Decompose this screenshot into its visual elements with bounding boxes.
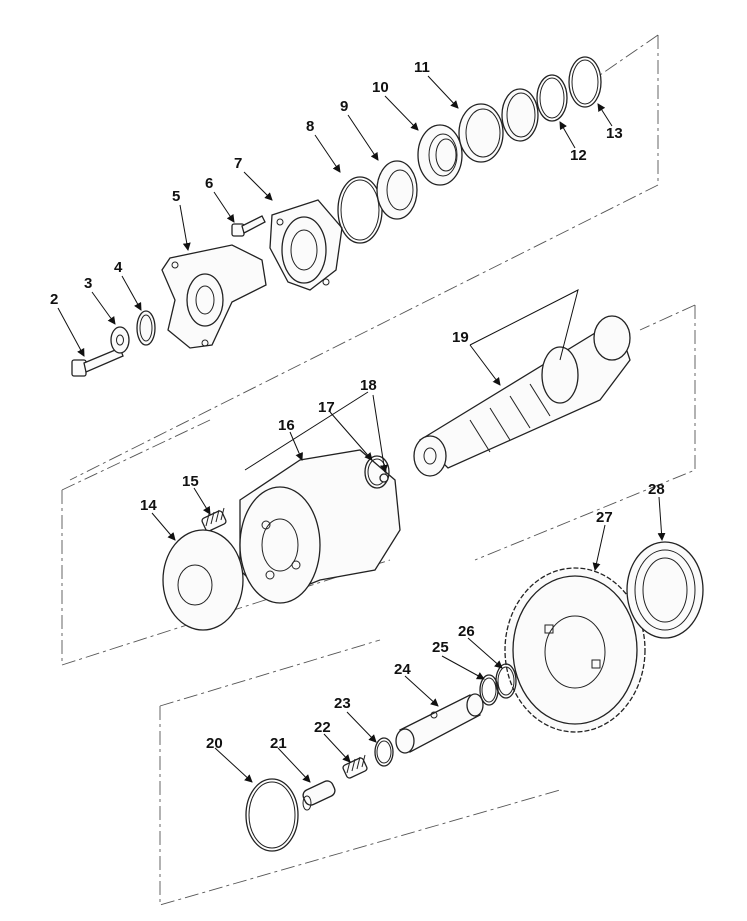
callout-8: 8 [306, 118, 314, 135]
callout-4: 4 [114, 259, 123, 276]
callout-14: 14 [140, 497, 157, 514]
callout-10: 10 [372, 79, 389, 96]
callout-18: 18 [360, 377, 377, 394]
callout-labels: 2 3 4 5 6 7 8 9 10 11 12 13 14 15 16 17 … [50, 59, 665, 752]
seal-part [376, 160, 418, 220]
callout-23: 23 [334, 695, 351, 712]
callout-27: 27 [596, 509, 613, 526]
callout-20: 20 [206, 735, 223, 752]
output-shaft-part [413, 315, 631, 477]
valve-spring-part [342, 754, 368, 779]
valve-plug-part [302, 780, 336, 811]
gear-part [504, 567, 646, 733]
roller-bearing-part [626, 541, 704, 639]
large-snap-ring-part [245, 778, 299, 852]
callout-7: 7 [234, 155, 242, 172]
yoke-flange-part [161, 244, 267, 349]
bearing-cup-part [458, 103, 504, 163]
retaining-ring-part [568, 56, 602, 108]
washer-part [110, 326, 130, 354]
bolt-part [71, 347, 124, 377]
pump-housing-part [239, 449, 401, 604]
callout-22: 22 [314, 719, 331, 736]
assembly-outline-upper [69, 34, 659, 481]
spacer-part [501, 88, 539, 142]
callout-5: 5 [172, 188, 180, 205]
callout-19: 19 [452, 329, 469, 346]
pressure-plate-part [162, 529, 244, 631]
o-ring-lower-part [479, 674, 499, 706]
cap-screw-part [231, 215, 266, 237]
callout-28: 28 [648, 481, 665, 498]
spring-part [201, 507, 227, 532]
callout-13: 13 [606, 125, 623, 142]
o-ring-outer-part [495, 663, 517, 699]
callout-26: 26 [458, 623, 475, 640]
assembly-outline-lower [159, 639, 561, 906]
callout-6: 6 [205, 175, 213, 192]
bearing-cone-part [417, 124, 463, 186]
callout-25: 25 [432, 639, 449, 656]
o-ring-part [337, 176, 383, 244]
callout-9: 9 [340, 98, 348, 115]
callout-2: 2 [50, 291, 58, 308]
callout-21: 21 [270, 735, 287, 752]
callout-leaders [57, 75, 666, 783]
callout-16: 16 [278, 417, 295, 434]
callout-24: 24 [394, 661, 411, 678]
idler-shaft-part [395, 693, 484, 754]
callout-12: 12 [570, 147, 587, 164]
callout-3: 3 [84, 275, 92, 292]
snap-ring-part [536, 74, 568, 122]
seal-housing-part [269, 199, 343, 291]
callout-17: 17 [318, 399, 335, 416]
callout-11: 11 [414, 59, 430, 76]
small-o-ring-part [374, 737, 394, 767]
callout-15: 15 [182, 473, 199, 490]
lock-ring-part [136, 310, 156, 346]
pin-part [379, 473, 389, 483]
